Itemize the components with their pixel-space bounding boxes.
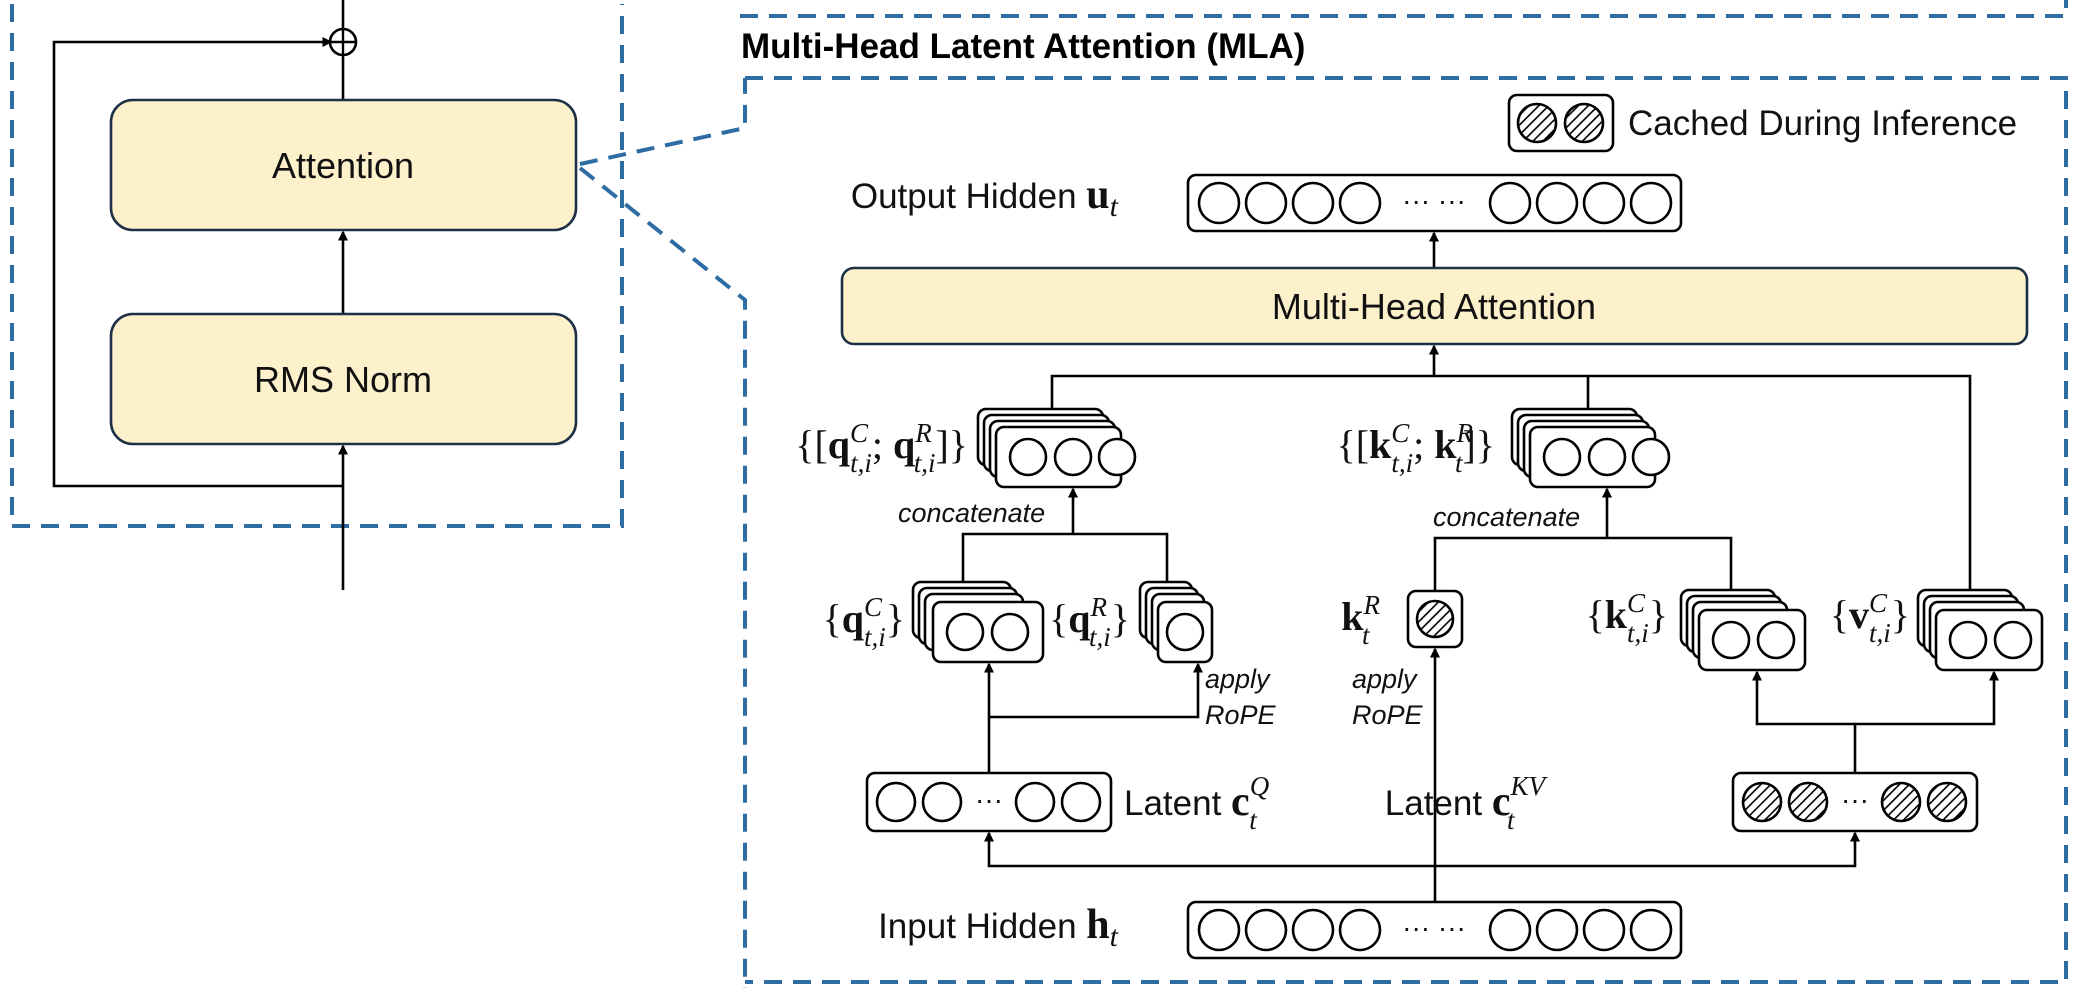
latent-q-vector: ··· xyxy=(865,771,1113,833)
latent-kv-ellipsis: ··· xyxy=(1841,784,1869,815)
k-concat-join xyxy=(1433,536,1733,593)
input-hidden-vector: ··· ··· xyxy=(1186,900,1683,960)
q-concatenate-label: concatenate xyxy=(898,498,1045,528)
zoom-connector-top xyxy=(579,78,747,166)
top-edge-border xyxy=(740,0,2068,18)
input-to-latent-q-arrow xyxy=(984,831,1435,868)
residual-connection xyxy=(52,37,343,488)
cache-legend: Cached During Inference xyxy=(1507,93,2017,153)
q-concat-join xyxy=(961,532,1169,586)
q-rope-label: RoPE xyxy=(1205,700,1277,730)
latent-q-ellipsis: ··· xyxy=(975,784,1003,815)
transformer-block-border xyxy=(10,4,624,528)
multi-head-attention-box xyxy=(840,266,2029,346)
legend-label: Cached During Inference xyxy=(1628,104,2017,143)
k-concat-stack xyxy=(1510,407,1671,489)
kr-hatched-circle xyxy=(1415,599,1455,639)
legend-hatched-circle xyxy=(1516,102,1558,144)
q-concat-stack xyxy=(976,407,1123,489)
multi-head-attention-label: Multi-Head Attention xyxy=(1272,286,1596,327)
vc-stack xyxy=(1916,588,2044,672)
input-hidden-label: Input Hidden ht xyxy=(878,902,1119,953)
latent-kv-vector: ··· xyxy=(1731,771,1979,833)
qc-stack xyxy=(911,580,1045,664)
input-to-latent-kv-arrow xyxy=(1435,831,1860,868)
latent-kv-to-kc-arrow xyxy=(1752,670,1857,772)
q-apply-label: apply xyxy=(1205,664,1271,694)
mla-title: Multi-Head Latent Attention (MLA) xyxy=(741,27,1305,66)
latent-q-to-qr-arrow xyxy=(989,662,1203,719)
transformer-block: Attention RMS Norm xyxy=(10,0,624,590)
legend-hatched-circle xyxy=(1563,102,1605,144)
mla-panel-border xyxy=(745,76,2068,984)
output-ellipsis: ··· ··· xyxy=(1402,185,1466,216)
k-apply-label: apply xyxy=(1352,664,1418,694)
merge-line xyxy=(1050,374,1972,590)
output-hidden-label: Output Hidden ut xyxy=(851,172,1119,223)
output-hidden-vector: ··· ··· xyxy=(1186,173,1683,233)
k-rope-label: RoPE xyxy=(1352,700,1424,730)
rms-norm-box xyxy=(109,312,578,446)
zoom-connector-bottom xyxy=(578,166,747,988)
qr-stack xyxy=(1138,580,1214,664)
kc-stack xyxy=(1679,588,1807,672)
attention-label: Attention xyxy=(272,145,414,186)
k-concatenate-label: concatenate xyxy=(1433,502,1580,532)
attention-box xyxy=(109,98,578,232)
rms-norm-label: RMS Norm xyxy=(254,359,432,400)
latent-kv-to-vc-arrow xyxy=(1855,670,1999,726)
input-ellipsis: ··· ··· xyxy=(1402,912,1466,943)
